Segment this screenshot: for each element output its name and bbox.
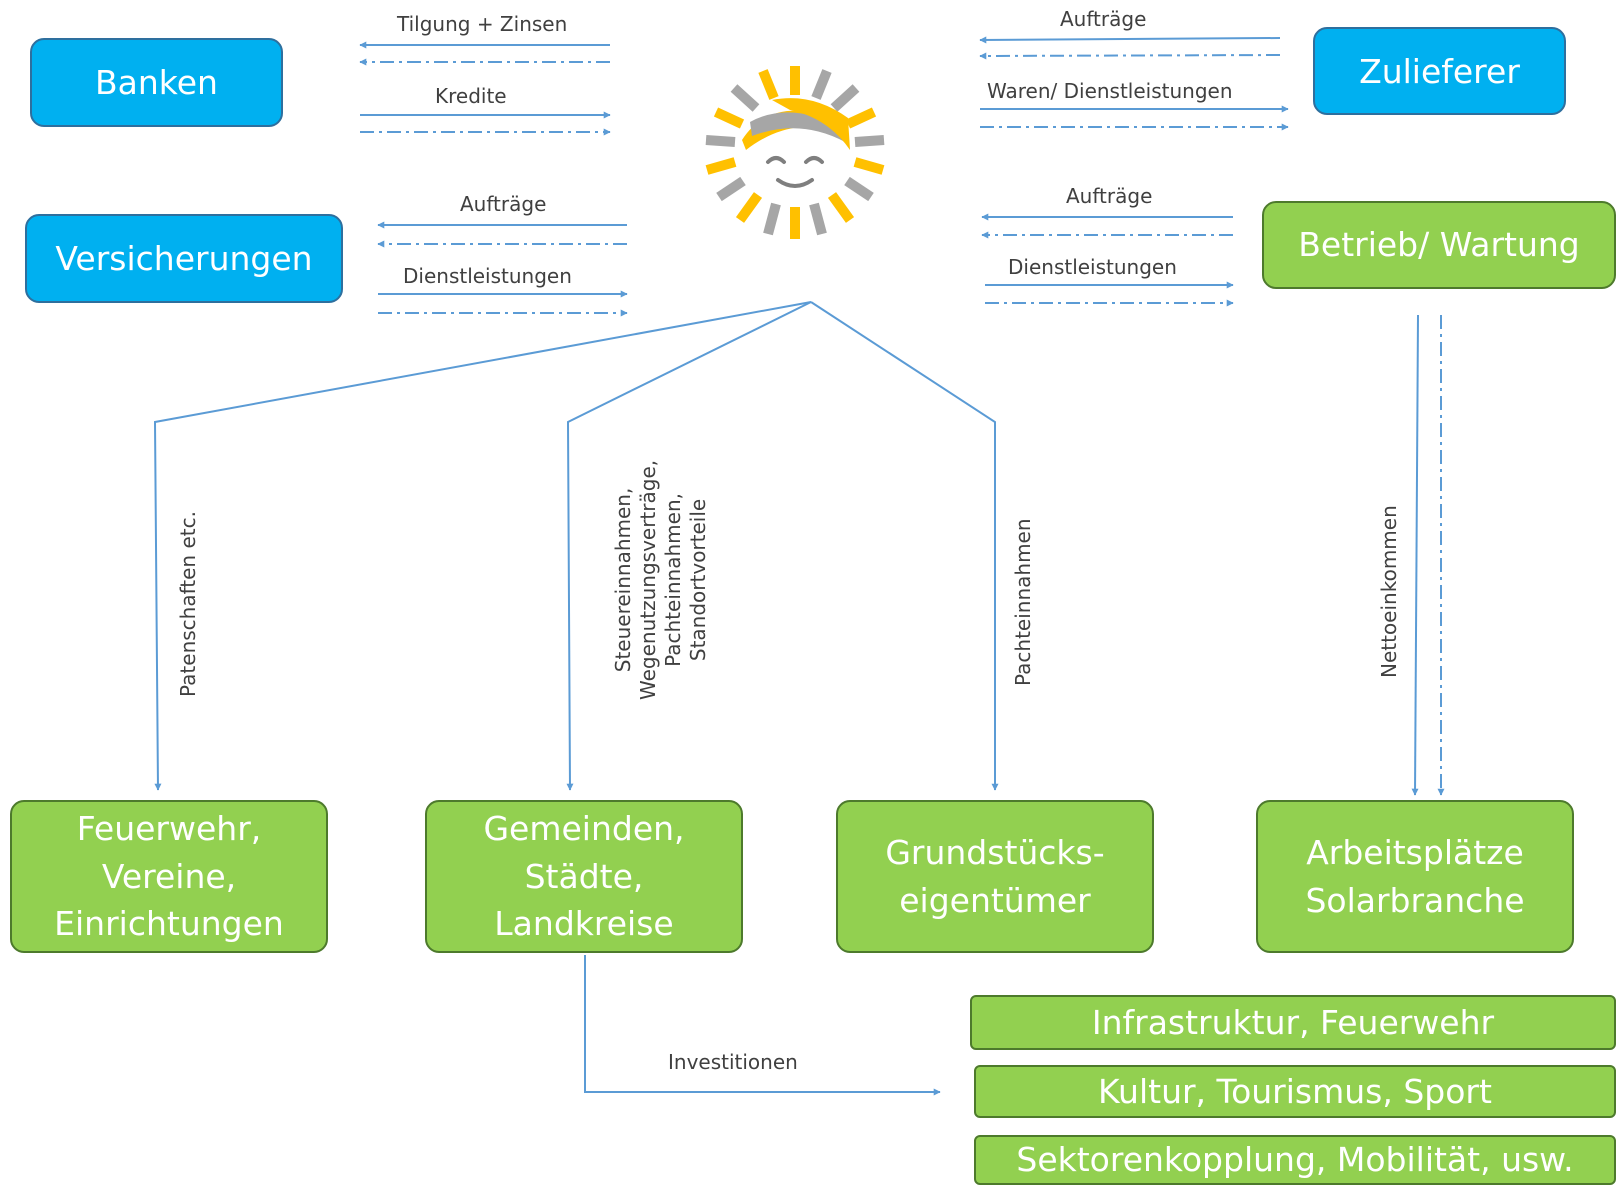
- feuerwehr-line-3: Einrichtungen: [54, 904, 284, 944]
- zulieferer-label: Zulieferer: [1359, 51, 1520, 91]
- feuerwehr-line-2: Vereine,: [101, 856, 237, 896]
- feuerwehr-vereine-box: Feuerwehr, Vereine, Einrichtungen: [10, 800, 328, 953]
- arrow-auftraege-zul-dashed: [979, 52, 1281, 60]
- label-kredite: Kredite: [435, 84, 507, 108]
- gemeinden-flow-line-4: Standortvorteile: [686, 498, 710, 662]
- kultur-label: Kultur, Tourismus, Sport: [1098, 1071, 1492, 1111]
- gemeinden-line-2: Städte,: [524, 856, 644, 896]
- arrow-auftraege-zul: [979, 36, 1281, 44]
- label-tilgung: Tilgung + Zinsen: [397, 12, 568, 36]
- zulieferer-box: Zulieferer: [1313, 27, 1566, 115]
- label-netto: Nettoeinkommen: [1377, 505, 1401, 678]
- arrow-netto: [1411, 314, 1419, 796]
- label-auftraege-zul: Aufträge: [1060, 7, 1147, 31]
- betrieb-wartung-box: Betrieb/ Wartung: [1262, 201, 1616, 289]
- versicherungen-label: Versicherungen: [55, 239, 313, 278]
- feuerwehr-line-1: Feuerwehr,: [76, 808, 262, 848]
- arbeitsplaetze-line-1: Arbeitsplätze: [1306, 832, 1524, 872]
- sun-face-logo-icon: [705, 66, 885, 239]
- branch-grundstueck: [810, 301, 999, 791]
- sektoren-bar: Sektorenkopplung, Mobilität, usw.: [974, 1135, 1616, 1185]
- arbeitsplaetze-box: Arbeitsplätze Solarbranche: [1256, 800, 1574, 953]
- banken-label: Banken: [95, 63, 218, 102]
- arrow-investitionen: [584, 955, 941, 1096]
- grundstueckseigentuemer-box: Grundstücks- eigentümer: [836, 800, 1154, 953]
- label-investitionen: Investitionen: [668, 1050, 798, 1074]
- arbeitsplaetze-line-2: Solarbranche: [1305, 880, 1525, 920]
- label-auftraege-vers: Aufträge: [460, 192, 547, 216]
- gemeinden-line-3: Landkreise: [494, 904, 674, 944]
- kultur-bar: Kultur, Tourismus, Sport: [974, 1065, 1616, 1118]
- label-gemeinden-flow: Steuereinnahmen, Wegenutzungsverträge, P…: [611, 460, 711, 700]
- label-waren: Waren/ Dienstleistungen: [987, 79, 1233, 103]
- gemeinden-flow-line-2: Wegenutzungsverträge,: [636, 459, 660, 700]
- grundstueck-line-1: Grundstücks-: [885, 832, 1105, 872]
- label-patenschaften: Patenschaften etc.: [176, 511, 200, 697]
- infrastruktur-label: Infrastruktur, Feuerwehr: [1091, 1002, 1495, 1042]
- betrieb-wartung-label: Betrieb/ Wartung: [1298, 225, 1580, 265]
- label-dienst-betr: Dienstleistungen: [1008, 255, 1177, 279]
- banken-box: Banken: [30, 38, 283, 127]
- infrastruktur-bar: Infrastruktur, Feuerwehr: [970, 995, 1616, 1050]
- sektoren-label: Sektorenkopplung, Mobilität, usw.: [1016, 1140, 1574, 1180]
- gemeinden-box: Gemeinden, Städte, Landkreise: [425, 800, 743, 953]
- branch-feuerwehr: [153, 301, 812, 791]
- label-dienst-vers: Dienstleistungen: [403, 264, 572, 288]
- branch-gemeinden: [566, 301, 812, 791]
- versicherungen-box: Versicherungen: [25, 214, 343, 303]
- gemeinden-flow-line-3: Pachteinnahmen,: [661, 493, 685, 667]
- gemeinden-line-1: Gemeinden,: [483, 808, 685, 848]
- grundstueck-line-2: eigentümer: [899, 880, 1091, 920]
- gemeinden-flow-line-1: Steuereinnahmen,: [611, 487, 635, 673]
- label-auftraege-betr: Aufträge: [1066, 184, 1153, 208]
- label-pacht: Pachteinnahmen: [1011, 518, 1035, 686]
